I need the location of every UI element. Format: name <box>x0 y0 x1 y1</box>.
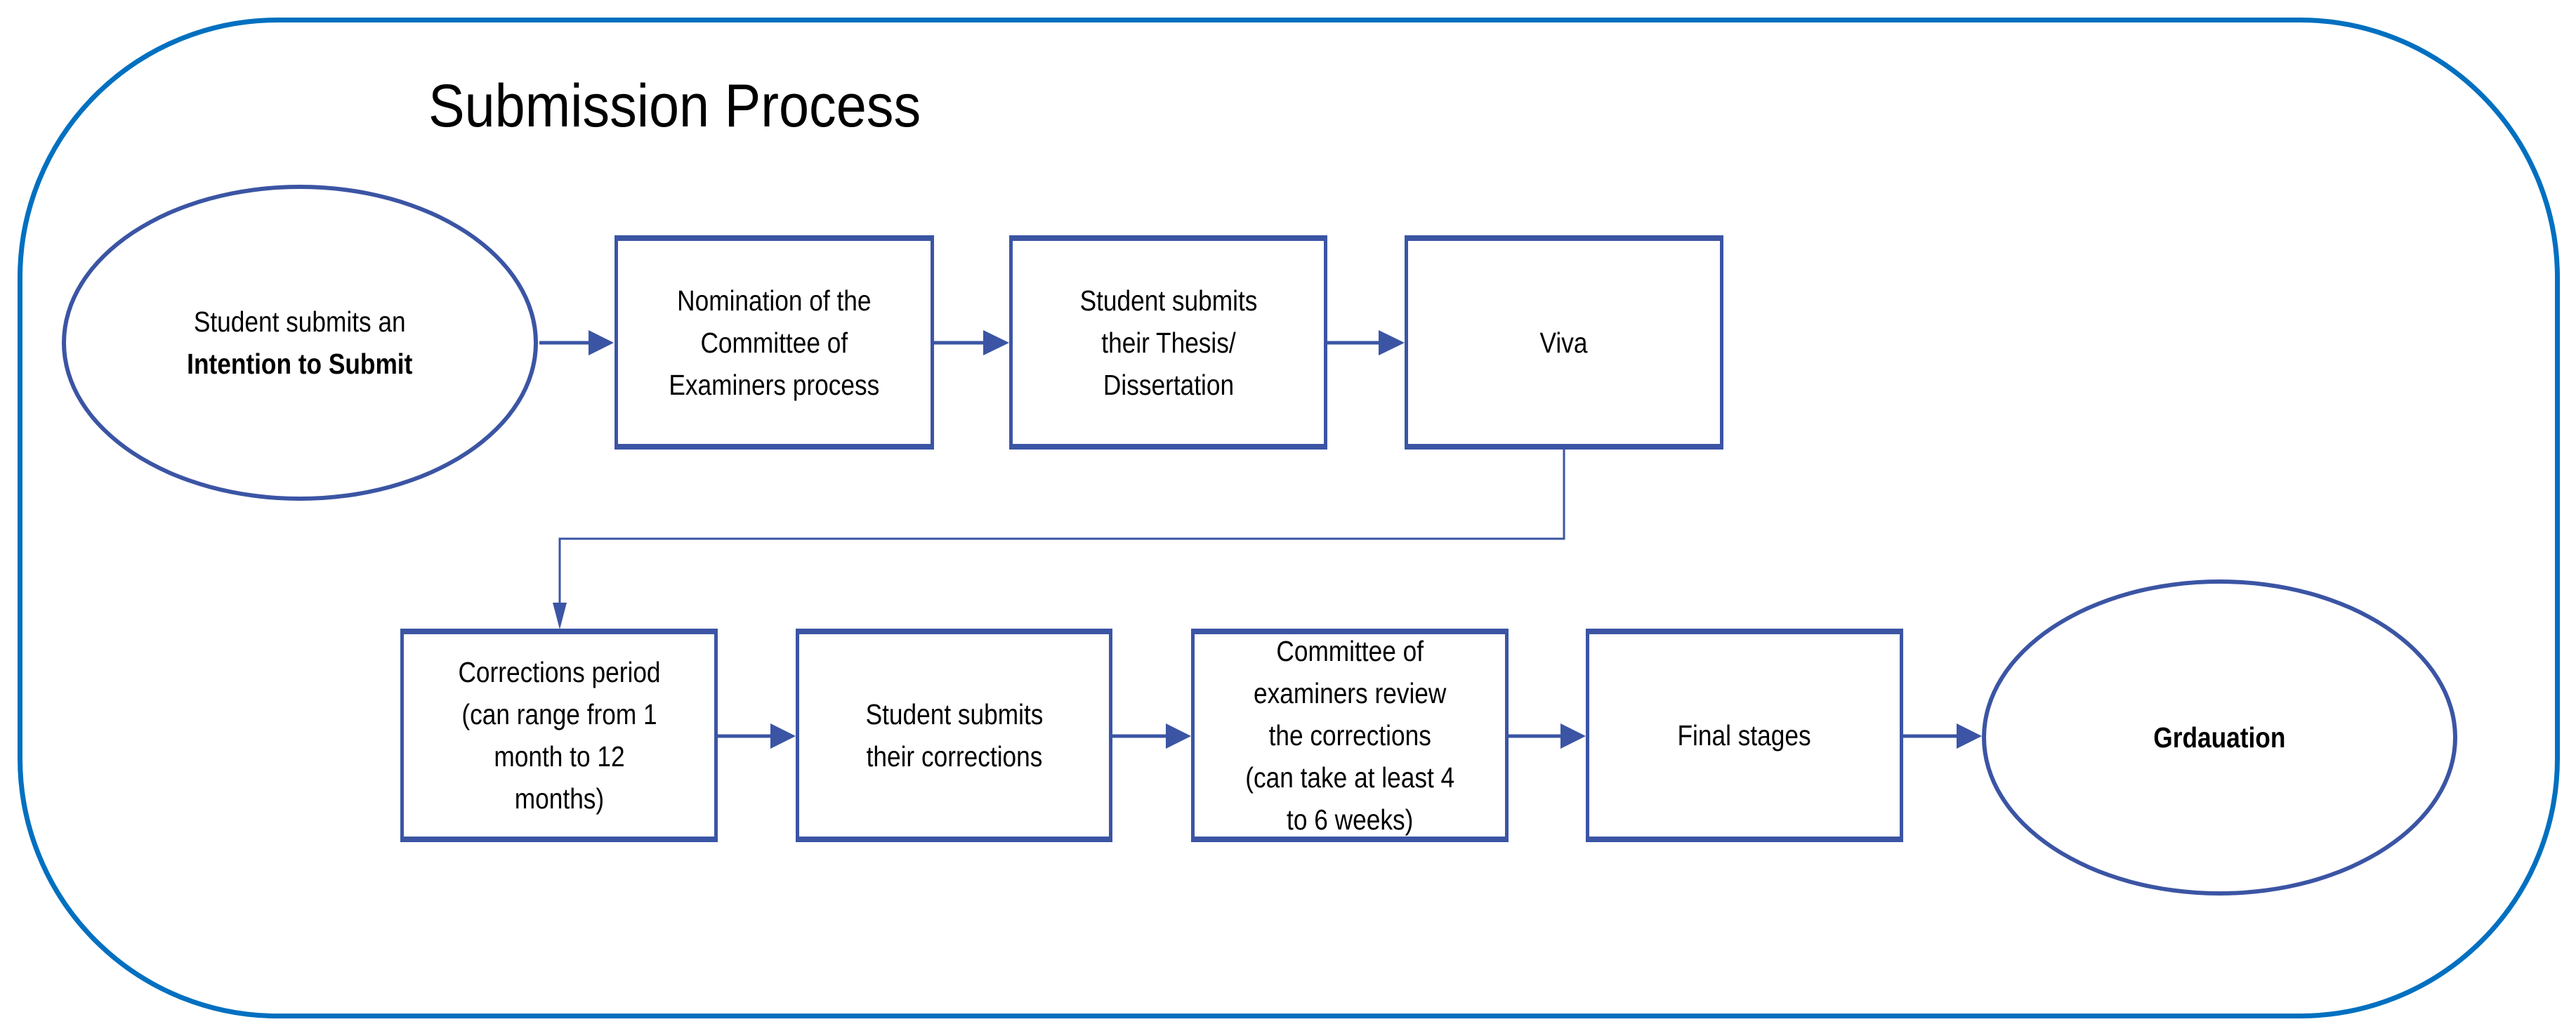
node-label: Grdauation <box>2153 716 2285 759</box>
label-line: to 6 weeks) <box>1286 804 1414 836</box>
node-submit-corrections[interactable]: Student submits their corrections <box>796 629 1112 842</box>
label-line: Student submits <box>1079 284 1257 317</box>
label-line: Committee of <box>700 326 848 359</box>
arrow-start-to-nomination <box>539 330 614 355</box>
arrow-review-to-final <box>1509 723 1586 749</box>
arrow-viva-to-corrections <box>553 450 1565 629</box>
node-label: Nomination of the Committee of Examiners… <box>669 280 880 406</box>
node-label: Student submits their corrections <box>865 693 1043 778</box>
node-label: Committee of examiners review the correc… <box>1245 630 1454 841</box>
arrowhead-icon <box>1166 723 1191 749</box>
label-line: examiners review <box>1253 677 1447 709</box>
node-label: Student submits an Intention to Submit <box>187 301 412 385</box>
label-line: Final stages <box>1677 719 1812 752</box>
label-line: months) <box>514 782 604 815</box>
node-intention-to-submit[interactable]: Student submits an Intention to Submit <box>62 185 538 501</box>
node-graduation[interactable]: Grdauation <box>1982 579 2457 896</box>
label-line-bold: Grdauation <box>2153 721 2286 754</box>
arrow-final-to-graduation <box>1903 723 1982 749</box>
arrowhead-icon <box>770 723 796 749</box>
arrowhead-icon <box>553 603 567 629</box>
node-label: Corrections period (can range from 1 mon… <box>458 651 660 820</box>
arrow-thesis-to-viva <box>1327 330 1405 355</box>
arrowhead-icon <box>1379 330 1405 355</box>
node-nomination[interactable]: Nomination of the Committee of Examiners… <box>615 235 934 450</box>
label-line: Examiners process <box>669 368 880 401</box>
arrow-nomination-to-thesis <box>934 330 1009 355</box>
label-line: Student submits <box>865 698 1043 730</box>
label-line: the corrections <box>1268 719 1431 752</box>
label-line: Committee of <box>1276 635 1424 667</box>
label-line: Student submits an <box>194 306 406 338</box>
node-label: Viva <box>1540 322 1588 364</box>
arrow-submit-to-review <box>1112 723 1191 749</box>
arrowhead-icon <box>1560 723 1586 749</box>
node-final-stages[interactable]: Final stages <box>1586 629 1903 842</box>
node-viva[interactable]: Viva <box>1405 235 1723 450</box>
arrowhead-icon <box>589 330 614 355</box>
label-line: Dissertation <box>1103 368 1234 401</box>
label-line: their corrections <box>866 740 1042 773</box>
label-line: (can range from 1 <box>461 698 657 730</box>
label-line: Viva <box>1540 326 1588 359</box>
label-line: Nomination of the <box>677 284 872 317</box>
arrowhead-icon <box>983 330 1009 355</box>
process-frame <box>18 18 2560 1018</box>
node-label: Final stages <box>1678 714 1811 756</box>
label-line-bold: Intention to Submit <box>187 348 413 380</box>
label-line: month to 12 <box>493 740 625 773</box>
arrowhead-icon <box>1957 723 1982 749</box>
label-line: Corrections period <box>457 656 661 688</box>
node-thesis-submission[interactable]: Student submits their Thesis/ Dissertati… <box>1009 235 1327 450</box>
label-line: (can take at least 4 <box>1245 761 1454 794</box>
node-committee-review[interactable]: Committee of examiners review the correc… <box>1191 629 1509 842</box>
node-label: Student submits their Thesis/ Dissertati… <box>1079 280 1257 406</box>
node-corrections-period[interactable]: Corrections period (can range from 1 mon… <box>400 629 718 842</box>
diagram-title: Submission Process <box>428 72 921 140</box>
arrow-corrections-to-submit <box>718 723 796 749</box>
label-line: their Thesis/ <box>1100 326 1236 359</box>
